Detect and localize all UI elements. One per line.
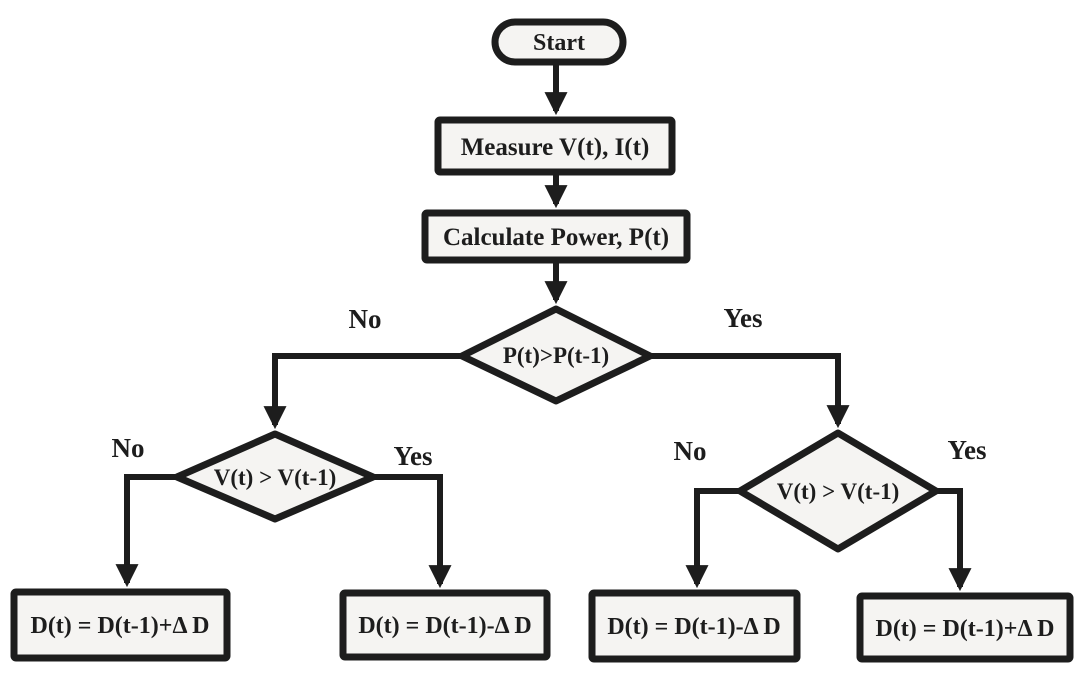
left-voltage-decision-label: V(t) > V(t-1) [214,465,337,490]
node-outcome-left-yes: D(t) = D(t-1)-Δ D [339,589,551,661]
measure-shape [434,116,676,176]
edge-labels: No Yes No Yes No Yes [112,303,987,471]
measure-label: Measure V(t), I(t) [461,134,650,161]
edge-power-no-to-left-decision [263,353,466,430]
node-right-voltage-decision: V(t) > V(t-1) [736,429,940,553]
left-voltage-decision-shape [173,430,377,523]
node-outcome-right-yes: D(t) = D(t-1)+Δ D [856,592,1074,663]
outcome-right-yes-shape [856,592,1074,663]
flow-edges [115,62,972,592]
power-decision-yes-label: Yes [724,303,763,333]
right-decision-yes-label: Yes [948,435,987,465]
outcome-right-yes-label: D(t) = D(t-1)+Δ D [875,616,1054,642]
node-outcome-right-no: D(t) = D(t-1)-Δ D [588,589,801,663]
node-start: Start [491,18,627,66]
flow-nodes: Start Measure V(t), I(t) Calculate Power… [10,18,1074,663]
node-power-decision: P(t)>P(t-1) [458,305,654,405]
outcome-left-yes-label: D(t) = D(t-1)-Δ D [358,613,531,639]
power-decision-shape [458,305,654,405]
outcome-right-no-shape [588,589,801,663]
edge-left-decision-no-to-outcome [115,474,180,588]
right-voltage-decision-shape [736,429,940,553]
outcome-left-no-label: D(t) = D(t-1)+Δ D [30,613,209,639]
right-voltage-decision-label: V(t) > V(t-1) [777,479,900,504]
node-left-voltage-decision: V(t) > V(t-1) [173,430,377,523]
right-decision-no-label: No [674,436,707,466]
calculate-label: Calculate Power, P(t) [443,224,669,251]
outcome-left-yes-shape [339,589,551,661]
outcome-right-no-label: D(t) = D(t-1)-Δ D [607,614,780,640]
edge-right-decision-yes-to-outcome [933,488,972,592]
calculate-shape [421,209,691,264]
edge-power-yes-to-right-decision [646,353,850,429]
power-decision-label: P(t)>P(t-1) [503,343,609,368]
edge-left-decision-yes-to-outcome [370,474,452,589]
node-measure: Measure V(t), I(t) [434,116,676,176]
left-decision-no-label: No [112,433,145,463]
start-shape [491,18,627,66]
node-calculate: Calculate Power, P(t) [421,209,691,264]
start-label: Start [533,30,585,56]
left-decision-yes-label: Yes [394,441,433,471]
edge-right-decision-no-to-outcome [685,488,743,589]
power-decision-no-label: No [349,304,382,334]
outcome-left-no-shape [10,588,231,662]
node-outcome-left-no: D(t) = D(t-1)+Δ D [10,588,231,662]
